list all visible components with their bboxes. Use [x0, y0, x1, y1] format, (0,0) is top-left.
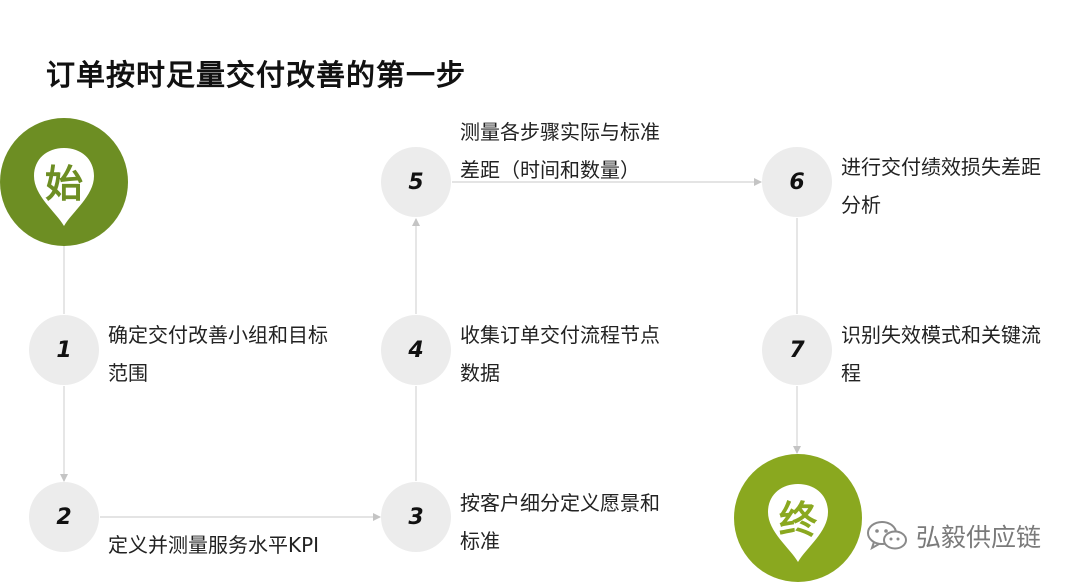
step-6-label: 进行交付绩效损失差距 分析 — [841, 148, 1041, 224]
step-4-label: 收集订单交付流程节点 数据 — [460, 316, 660, 392]
step-6-label-line: 进行交付绩效损失差距 — [841, 155, 1041, 179]
step-6-node: 6 — [762, 147, 832, 217]
wechat-icon — [867, 521, 907, 551]
step-4-number: 4 — [408, 337, 424, 363]
step-6-number: 6 — [789, 169, 805, 195]
step-5-label-line: 差距（时间和数量） — [460, 158, 640, 182]
step-7-label-line: 识别失效模式和关键流 — [841, 323, 1041, 347]
step-4-node: 4 — [381, 315, 451, 385]
step-7-node: 7 — [762, 315, 832, 385]
step-7-label-line: 程 — [841, 361, 861, 385]
step-7-label: 识别失效模式和关键流 程 — [841, 316, 1041, 392]
step-3-node: 3 — [381, 482, 451, 552]
step-3-label-line: 标准 — [460, 529, 500, 553]
start-marker: 始 — [0, 118, 128, 246]
step-2-node: 2 — [29, 482, 99, 552]
step-2-label-line: 定义并测量服务水平KPI — [108, 533, 320, 557]
watermark: 弘毅供应链 — [866, 518, 1041, 554]
start-marker-label: 始 — [44, 162, 83, 206]
step-1-node: 1 — [29, 315, 99, 385]
step-5-number: 5 — [408, 169, 424, 195]
watermark-text: 弘毅供应链 — [916, 523, 1042, 552]
step-2-label: 定义并测量服务水平KPI — [108, 526, 319, 564]
step-7-number: 7 — [789, 337, 805, 363]
step-1-number: 1 — [56, 337, 72, 363]
page-title: 订单按时足量交付改善的第一步 — [46, 58, 467, 92]
end-marker: 终 — [734, 454, 862, 582]
step-1-label-line: 范围 — [108, 361, 148, 385]
end-marker-label: 终 — [778, 498, 817, 542]
step-3-label-line: 按客户细分定义愿景和 — [460, 491, 660, 515]
step-4-label-line: 数据 — [460, 361, 500, 385]
step-3-number: 3 — [408, 504, 424, 530]
step-5-label-line: 测量各步骤实际与标准 — [460, 120, 660, 144]
step-1-label: 确定交付改善小组和目标 范围 — [108, 316, 328, 392]
step-5-label: 测量各步骤实际与标准 差距（时间和数量） — [460, 113, 660, 189]
step-2-number: 2 — [56, 504, 72, 530]
map-pin-icon — [34, 148, 94, 226]
map-pin-icon — [768, 484, 828, 562]
step-5-node: 5 — [381, 147, 451, 217]
step-3-label: 按客户细分定义愿景和 标准 — [460, 484, 660, 560]
step-1-label-line: 确定交付改善小组和目标 — [108, 323, 328, 347]
step-6-label-line: 分析 — [841, 193, 881, 217]
step-4-label-line: 收集订单交付流程节点 — [460, 323, 660, 347]
